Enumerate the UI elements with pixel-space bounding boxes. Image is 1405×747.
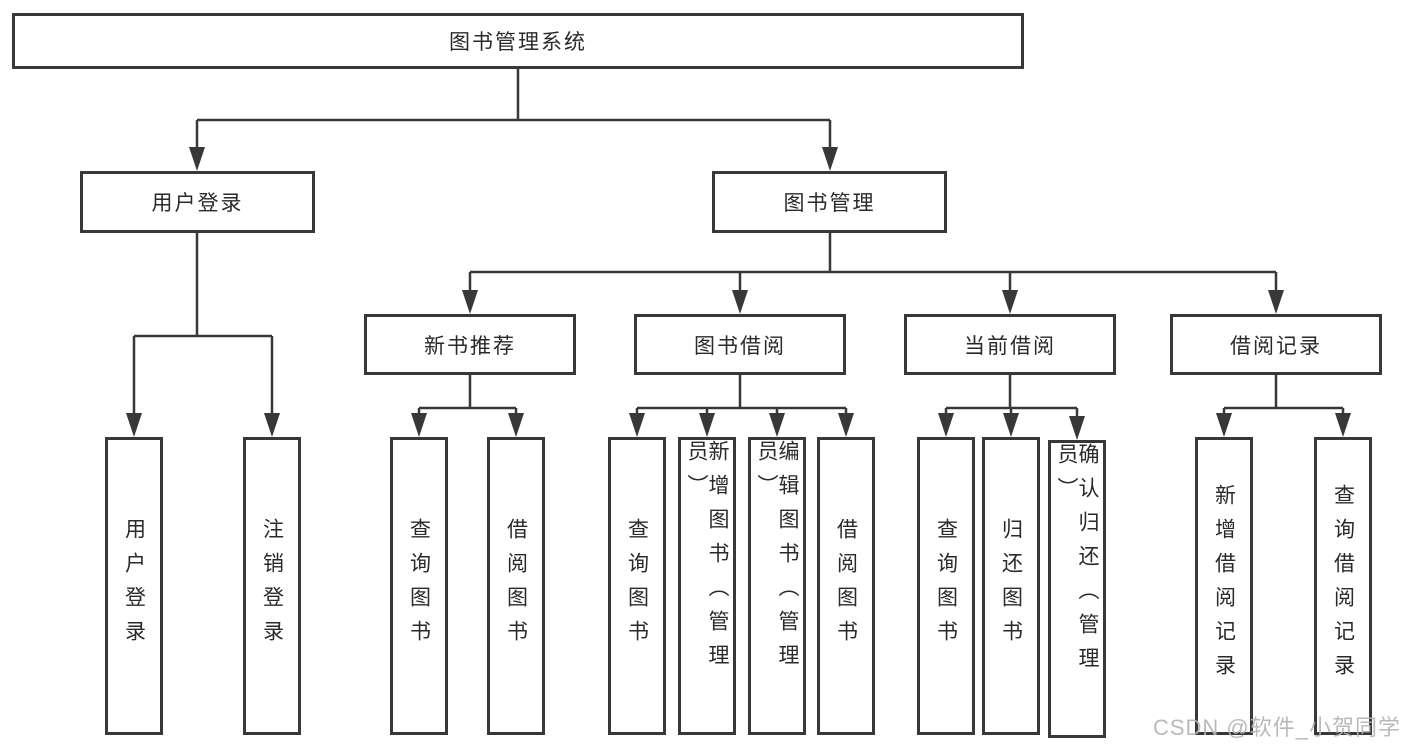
arrowhead — [411, 413, 427, 437]
arrowhead — [462, 290, 478, 314]
leaf-edit-book-admin-label: 编辑图书（管理员） — [755, 440, 799, 678]
arrowhead — [264, 413, 280, 437]
node-book-management-label: 图书管理 — [783, 192, 876, 215]
leaf-add-book-admin-label: 新增图书（管理员） — [685, 440, 729, 678]
leaf-confirm-return-admin-label: 确认归还（管理员） — [1055, 443, 1099, 681]
connector-borrowing-records — [1222, 375, 1345, 416]
leaf-add-borrow-record-label: 新增借阅记录 — [1212, 484, 1236, 688]
node-user-login-label: 用户登录 — [151, 192, 244, 215]
leaf-query-books-borrowing: 查询图书 — [608, 437, 666, 735]
node-borrowing-records: 借阅记录 — [1170, 314, 1382, 375]
node-book-borrowing: 图书借阅 — [634, 314, 846, 375]
leaf-user-login: 用户登录 — [105, 437, 163, 735]
node-current-borrowing: 当前借阅 — [904, 314, 1116, 375]
node-root-label: 图书管理系统 — [449, 31, 587, 54]
arrowhead — [822, 147, 838, 171]
leaf-borrow-books-recommend: 借阅图书 — [487, 437, 545, 735]
leaf-return-books: 归还图书 — [982, 437, 1040, 735]
arrowhead — [629, 413, 645, 437]
leaf-query-books-borrowing-label: 查询图书 — [625, 518, 649, 654]
node-user-login: 用户登录 — [80, 171, 315, 233]
arrowhead — [126, 413, 142, 437]
connector-book-borrowing — [635, 375, 848, 416]
leaf-query-books-recommend-label: 查询图书 — [407, 518, 431, 654]
leaf-add-book-admin: 新增图书（管理员） — [678, 437, 736, 735]
arrowhead — [732, 290, 748, 314]
arrowheads — [126, 147, 1351, 440]
leaf-query-books-current: 查询图书 — [917, 437, 975, 735]
connector-root — [195, 69, 832, 150]
leaf-edit-book-admin: 编辑图书（管理员） — [748, 437, 806, 735]
leaf-logout-label: 注销登录 — [260, 518, 284, 654]
arrowhead — [1069, 416, 1085, 440]
node-root: 图书管理系统 — [12, 13, 1024, 69]
connector-current-borrowing — [944, 375, 1079, 419]
arrowhead — [1002, 290, 1018, 314]
arrowhead — [1216, 413, 1232, 437]
arrowhead — [1335, 413, 1351, 437]
arrowhead — [699, 413, 715, 437]
arrowhead — [189, 147, 205, 171]
leaf-query-books-recommend: 查询图书 — [390, 437, 448, 735]
leaf-logout: 注销登录 — [243, 437, 301, 735]
leaf-query-borrow-record-label: 查询借阅记录 — [1331, 484, 1355, 688]
leaf-query-books-current-label: 查询图书 — [934, 518, 958, 654]
arrowhead — [1268, 290, 1284, 314]
connector-user-login — [132, 233, 274, 416]
node-new-book-recommendation-label: 新书推荐 — [424, 334, 516, 358]
leaf-add-borrow-record: 新增借阅记录 — [1195, 437, 1253, 735]
leaf-borrow-books-borrowing-label: 借阅图书 — [834, 518, 858, 654]
node-current-borrowing-label: 当前借阅 — [964, 334, 1056, 358]
node-new-book-recommendation: 新书推荐 — [364, 314, 576, 375]
leaf-confirm-return-admin: 确认归还（管理员） — [1048, 440, 1106, 738]
arrowhead — [769, 413, 785, 437]
arrowhead — [938, 413, 954, 437]
arrowhead — [838, 413, 854, 437]
connector-book-management — [468, 233, 1278, 293]
leaf-borrow-books-recommend-label: 借阅图书 — [504, 518, 528, 654]
arrowhead — [508, 413, 524, 437]
connector-new-book-recommendation — [417, 375, 518, 416]
node-borrowing-records-label: 借阅记录 — [1230, 334, 1322, 358]
leaf-return-books-label: 归还图书 — [999, 518, 1023, 654]
csdn-watermark: CSDN @软件_小贺同学 — [1152, 715, 1401, 740]
node-book-management: 图书管理 — [712, 171, 947, 233]
arrowhead — [1003, 413, 1019, 437]
leaf-user-login-label: 用户登录 — [122, 518, 146, 654]
leaf-query-borrow-record: 查询借阅记录 — [1314, 437, 1372, 735]
node-book-borrowing-label: 图书借阅 — [694, 334, 786, 358]
leaf-borrow-books-borrowing: 借阅图书 — [817, 437, 875, 735]
